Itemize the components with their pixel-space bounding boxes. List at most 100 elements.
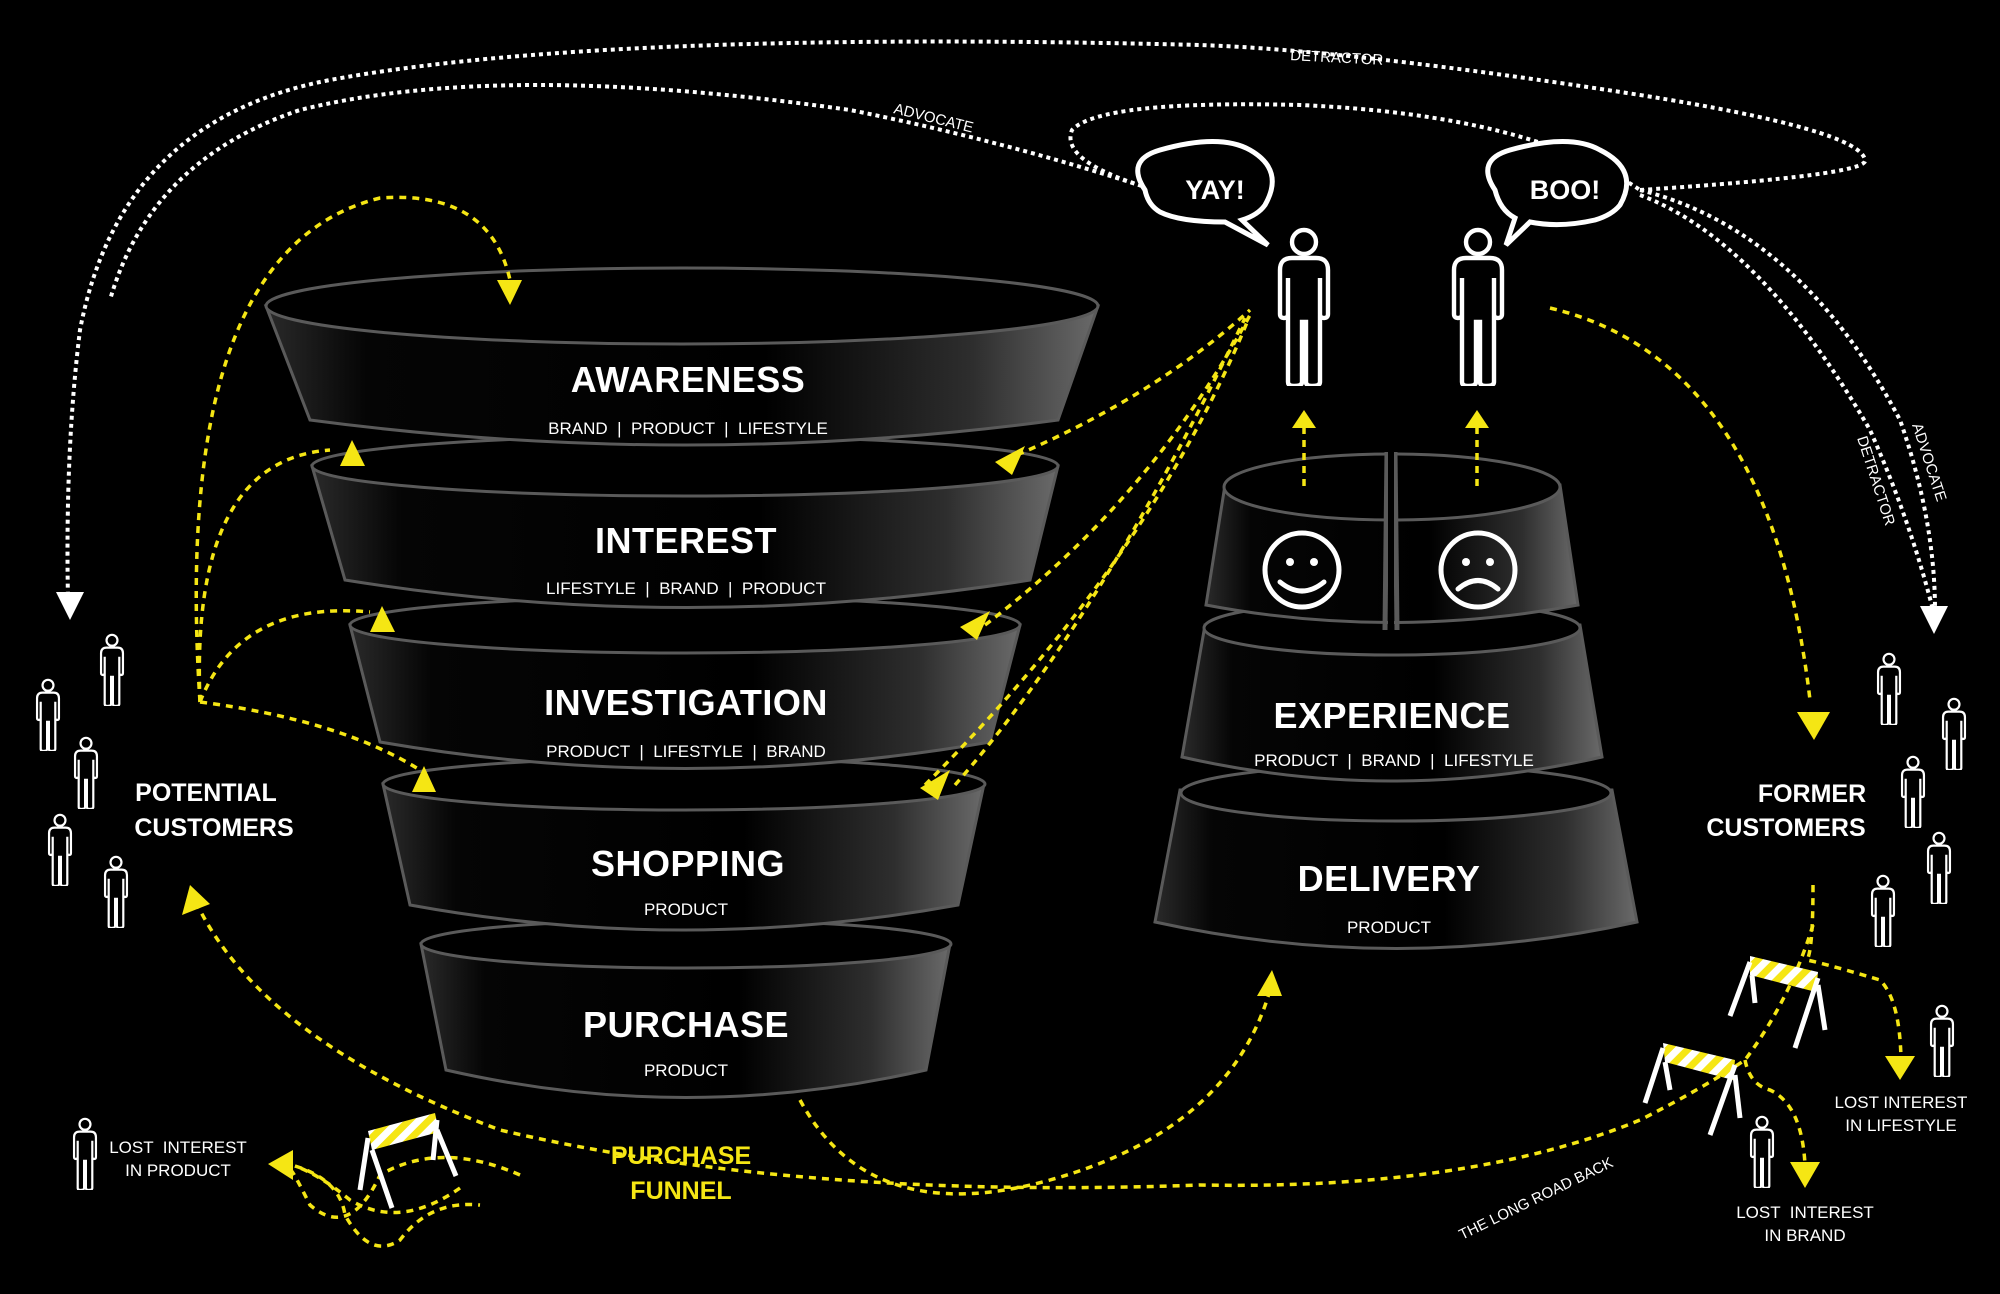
flow-paths xyxy=(182,195,1915,1248)
potential-customers-group: POTENTIAL CUSTOMERS xyxy=(35,633,294,928)
yay-text: YAY! xyxy=(1185,175,1245,205)
arrow-into-awareness-icon xyxy=(497,280,522,305)
flow-potential-awareness xyxy=(194,195,512,703)
arrow-lost-product-icon xyxy=(268,1150,293,1180)
long-road-back-label: THE LONG ROAD BACK xyxy=(1456,1154,1616,1243)
happy-customer: YAY! xyxy=(1135,139,1328,387)
smiley-face-icon xyxy=(1262,530,1342,610)
potential-customers-line1: POTENTIAL xyxy=(135,779,277,807)
yay-loop xyxy=(1068,102,1642,192)
detractor-label-top: DETRACTOR xyxy=(1290,47,1384,69)
former-customers-group: FORMER CUSTOMERS xyxy=(1706,652,1967,1188)
flow-awareness-happy xyxy=(1004,308,1252,462)
detractor-path-top xyxy=(65,39,1867,601)
barricade-product-icon xyxy=(357,1113,459,1209)
happy-person-icon xyxy=(1280,230,1328,386)
stage-feeling[interactable] xyxy=(1204,451,1580,631)
funnel-stage-investigation[interactable] xyxy=(348,595,1022,770)
stage-sub-experience: PRODUCT | BRAND | LIFESTYLE xyxy=(1254,751,1534,770)
funnel-stage-purchase[interactable] xyxy=(419,918,953,1099)
yay-speech-bubble xyxy=(1135,139,1275,248)
flow-long-road-back xyxy=(193,899,1815,1190)
person-icon xyxy=(1941,697,1967,770)
arrow-to-potential-icon xyxy=(182,885,210,915)
flow-lost-product-c xyxy=(294,1164,481,1248)
arrow-into-former-icon xyxy=(1797,712,1830,740)
advocate-path-right xyxy=(1639,188,1937,611)
person-icon xyxy=(1900,755,1926,828)
stage-sub-interest: LIFESTYLE | BRAND | PRODUCT xyxy=(546,579,826,598)
funnel-stage-shopping[interactable] xyxy=(381,756,987,932)
lost-lifestyle-line1: LOST INTEREST xyxy=(1835,1093,1968,1112)
lost-product-line2: IN PRODUCT xyxy=(125,1161,231,1180)
arrow-up-happy-icon xyxy=(1292,410,1316,428)
flow-potential-interest xyxy=(197,448,331,703)
lost-product-person-icon xyxy=(72,1117,98,1190)
boo-text: BOO! xyxy=(1530,175,1601,205)
stage-sub-investigation: PRODUCT | LIFESTYLE | BRAND xyxy=(546,742,826,761)
stage-title-awareness: AWARENESS xyxy=(571,359,806,400)
arrow-potential-investigation-icon xyxy=(370,606,395,632)
stage-sub-delivery: PRODUCT xyxy=(1347,918,1431,937)
person-icon xyxy=(103,855,129,928)
arrow-into-delivery-icon xyxy=(1257,970,1282,996)
funnel-stage-awareness[interactable] xyxy=(263,266,1101,447)
advocate-detractor-paths xyxy=(56,39,1948,634)
flow-lost-brand xyxy=(1743,1059,1807,1166)
arrow-to-potential-icon xyxy=(56,592,84,620)
person-icon xyxy=(73,736,99,809)
stage-delivery[interactable] xyxy=(1153,763,1639,950)
stage-title-delivery: DELIVERY xyxy=(1298,858,1481,899)
lost-brand-line2: IN BRAND xyxy=(1764,1226,1845,1245)
former-customers-line2: CUSTOMERS xyxy=(1706,814,1865,842)
person-icon xyxy=(47,813,73,886)
stage-title-shopping: SHOPPING xyxy=(591,843,785,884)
funnel-stage-interest[interactable] xyxy=(310,434,1060,609)
stage-sub-purchase: PRODUCT xyxy=(644,1061,728,1080)
person-icon xyxy=(1749,1115,1775,1188)
arrow-potential-interest-icon xyxy=(340,440,365,466)
flow-lost-lifestyle xyxy=(1804,884,1903,1061)
boo-speech-bubble xyxy=(1485,139,1630,247)
arrow-into-investigation-icon xyxy=(960,611,990,640)
person-icon xyxy=(99,633,125,706)
person-icon xyxy=(1929,1004,1955,1077)
flow-lost-product-a xyxy=(288,1155,521,1219)
stage-sub-shopping: PRODUCT xyxy=(644,900,728,919)
unhappy-person-icon xyxy=(1454,230,1502,386)
flow-potential-investigation xyxy=(198,609,371,703)
arrow-potential-shopping-icon xyxy=(412,766,436,792)
flow-purchase-delivery xyxy=(798,989,1272,1196)
stage-title-investigation: INVESTIGATION xyxy=(544,682,828,723)
person-icon xyxy=(1926,831,1952,904)
unhappy-customer: BOO! xyxy=(1454,139,1630,387)
stage-title-purchase: PURCHASE xyxy=(583,1004,789,1045)
arrow-into-interest-icon xyxy=(995,446,1025,475)
potential-customers-line2: CUSTOMERS xyxy=(134,814,293,842)
barricade-lifestyle-icon xyxy=(1727,956,1828,1049)
stage-title-experience: EXPERIENCE xyxy=(1273,695,1510,736)
purchase-funnel-label-line2: FUNNEL xyxy=(630,1177,731,1205)
flow-shopping-happy xyxy=(923,319,1250,787)
person-icon xyxy=(1876,652,1902,725)
stage-title-interest: INTEREST xyxy=(595,520,777,561)
arrow-into-shopping-icon xyxy=(920,770,950,800)
person-icon xyxy=(35,678,61,751)
flow-investigation-happy xyxy=(953,317,1247,787)
detractor-label-right: DETRACTOR xyxy=(1853,434,1898,528)
stage-sub-awareness: BRAND | PRODUCT | LIFESTYLE xyxy=(548,419,828,438)
post-purchase-stack: EXPERIENCE PRODUCT | BRAND | LIFESTYLE D… xyxy=(1153,451,1639,950)
former-customers-line1: FORMER xyxy=(1758,780,1866,808)
purchase-funnel: AWARENESS BRAND | PRODUCT | LIFESTYLE IN… xyxy=(263,266,1101,1099)
lost-product-line1: LOST INTEREST xyxy=(109,1138,247,1157)
arrow-to-former-icon xyxy=(1920,606,1948,634)
barricade-brand-icon xyxy=(1642,1043,1743,1136)
lost-lifestyle-line2: IN LIFESTYLE xyxy=(1845,1116,1956,1135)
sad-face-icon xyxy=(1438,530,1518,610)
advocate-label-top: ADVOCATE xyxy=(892,100,975,136)
arrow-lost-lifestyle-icon xyxy=(1885,1056,1915,1080)
flow-unhappy-former xyxy=(1549,306,1812,701)
detractor-path-right xyxy=(1639,193,1935,611)
flow-lost-product-b xyxy=(294,1164,462,1215)
